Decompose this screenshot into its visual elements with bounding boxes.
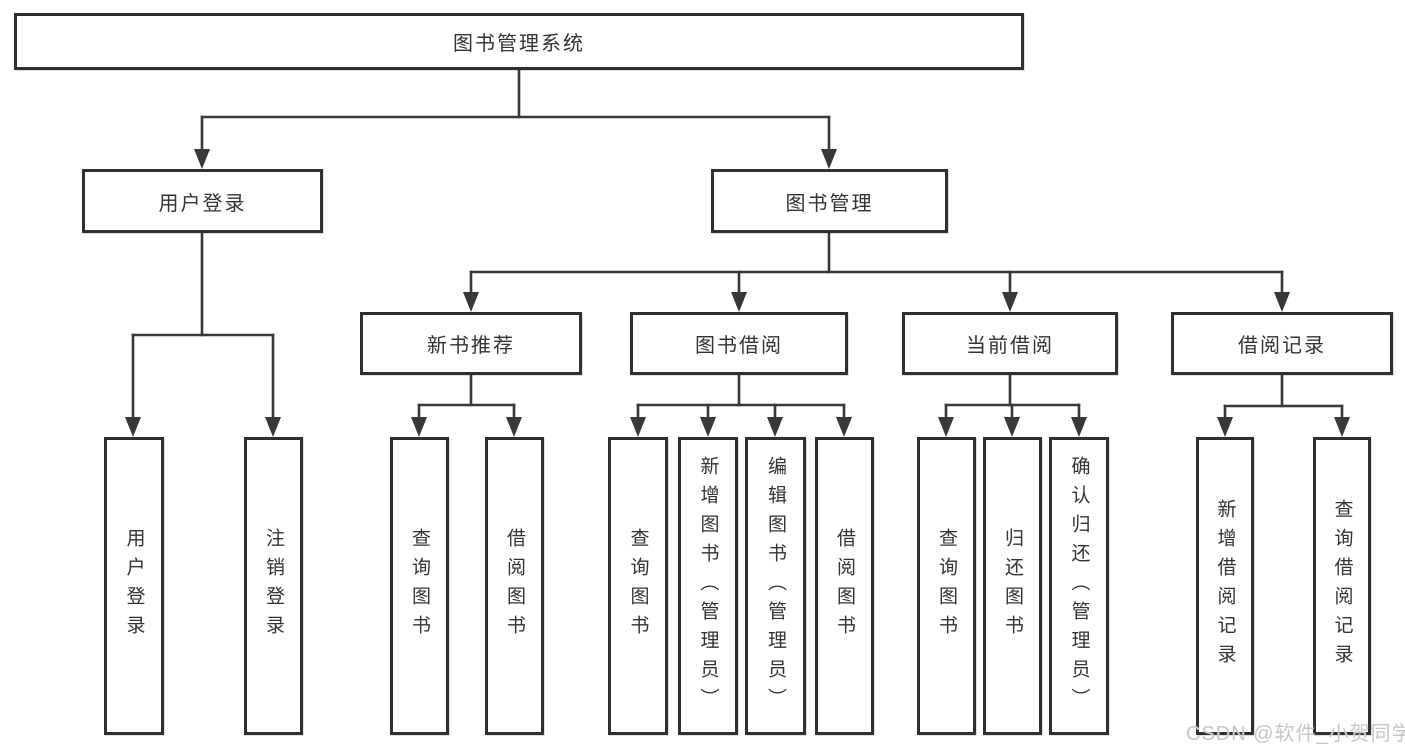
leaf-label: 查询图书: [627, 528, 649, 644]
leaf-label: 确认归还（管理员）: [1068, 455, 1090, 717]
node-book-borrowing: 图书借阅: [630, 312, 848, 375]
node-label: 借阅记录: [1238, 335, 1326, 357]
csdn-watermark: CSDN @软件_小贺同学: [1186, 723, 1405, 745]
node-label: 图书借阅: [695, 335, 783, 357]
node-label: 新书推荐: [427, 335, 515, 357]
leaf-query-books-current: 查询图书: [917, 437, 976, 735]
leaf-label: 查询借阅记录: [1331, 499, 1353, 673]
leaf-label: 查询图书: [936, 528, 957, 644]
leaf-edit-book-admin: 编辑图书（管理员）: [745, 437, 806, 735]
leaf-query-borrow-record: 查询借阅记录: [1313, 437, 1371, 735]
leaf-label: 借阅图书: [504, 528, 525, 644]
node-label: 当前借阅: [966, 335, 1054, 357]
node-current-borrowing: 当前借阅: [902, 312, 1118, 375]
node-new-book-recommend: 新书推荐: [360, 312, 582, 375]
node-borrowing-records: 借阅记录: [1171, 312, 1393, 375]
leaf-label: 查询图书: [409, 528, 430, 644]
node-label: 图书管理: [785, 192, 874, 215]
leaf-return-book: 归还图书: [983, 437, 1042, 735]
node-label: 用户登录: [158, 192, 247, 215]
leaf-label: 新增图书（管理员）: [697, 455, 719, 717]
leaf-query-books-borrowing: 查询图书: [608, 437, 668, 735]
node-user-login: 用户登录: [82, 169, 323, 233]
leaf-label: 用户登录: [123, 528, 145, 644]
leaf-label: 编辑图书（管理员）: [765, 455, 786, 717]
leaf-logout: 注销登录: [244, 437, 303, 735]
node-system-root: 图书管理系统: [14, 13, 1024, 70]
leaf-add-book-admin: 新增图书（管理员）: [678, 437, 738, 735]
leaf-label: 注销登录: [263, 528, 284, 644]
leaf-add-borrow-record: 新增借阅记录: [1196, 437, 1254, 735]
node-book-management: 图书管理: [711, 169, 948, 233]
leaf-label: 归还图书: [1002, 528, 1023, 644]
leaf-confirm-return-admin: 确认归还（管理员）: [1049, 437, 1109, 735]
node-label: 图书管理系统: [453, 33, 585, 55]
leaf-borrow-books-recommend: 借阅图书: [485, 437, 544, 735]
leaf-user-login: 用户登录: [104, 437, 164, 735]
leaf-label: 借阅图书: [834, 528, 855, 644]
leaf-borrow-books-borrowing: 借阅图书: [815, 437, 874, 735]
leaf-label: 新增借阅记录: [1214, 499, 1236, 673]
leaf-query-books-recommend: 查询图书: [390, 437, 449, 735]
arrowheads: [125, 149, 1350, 437]
